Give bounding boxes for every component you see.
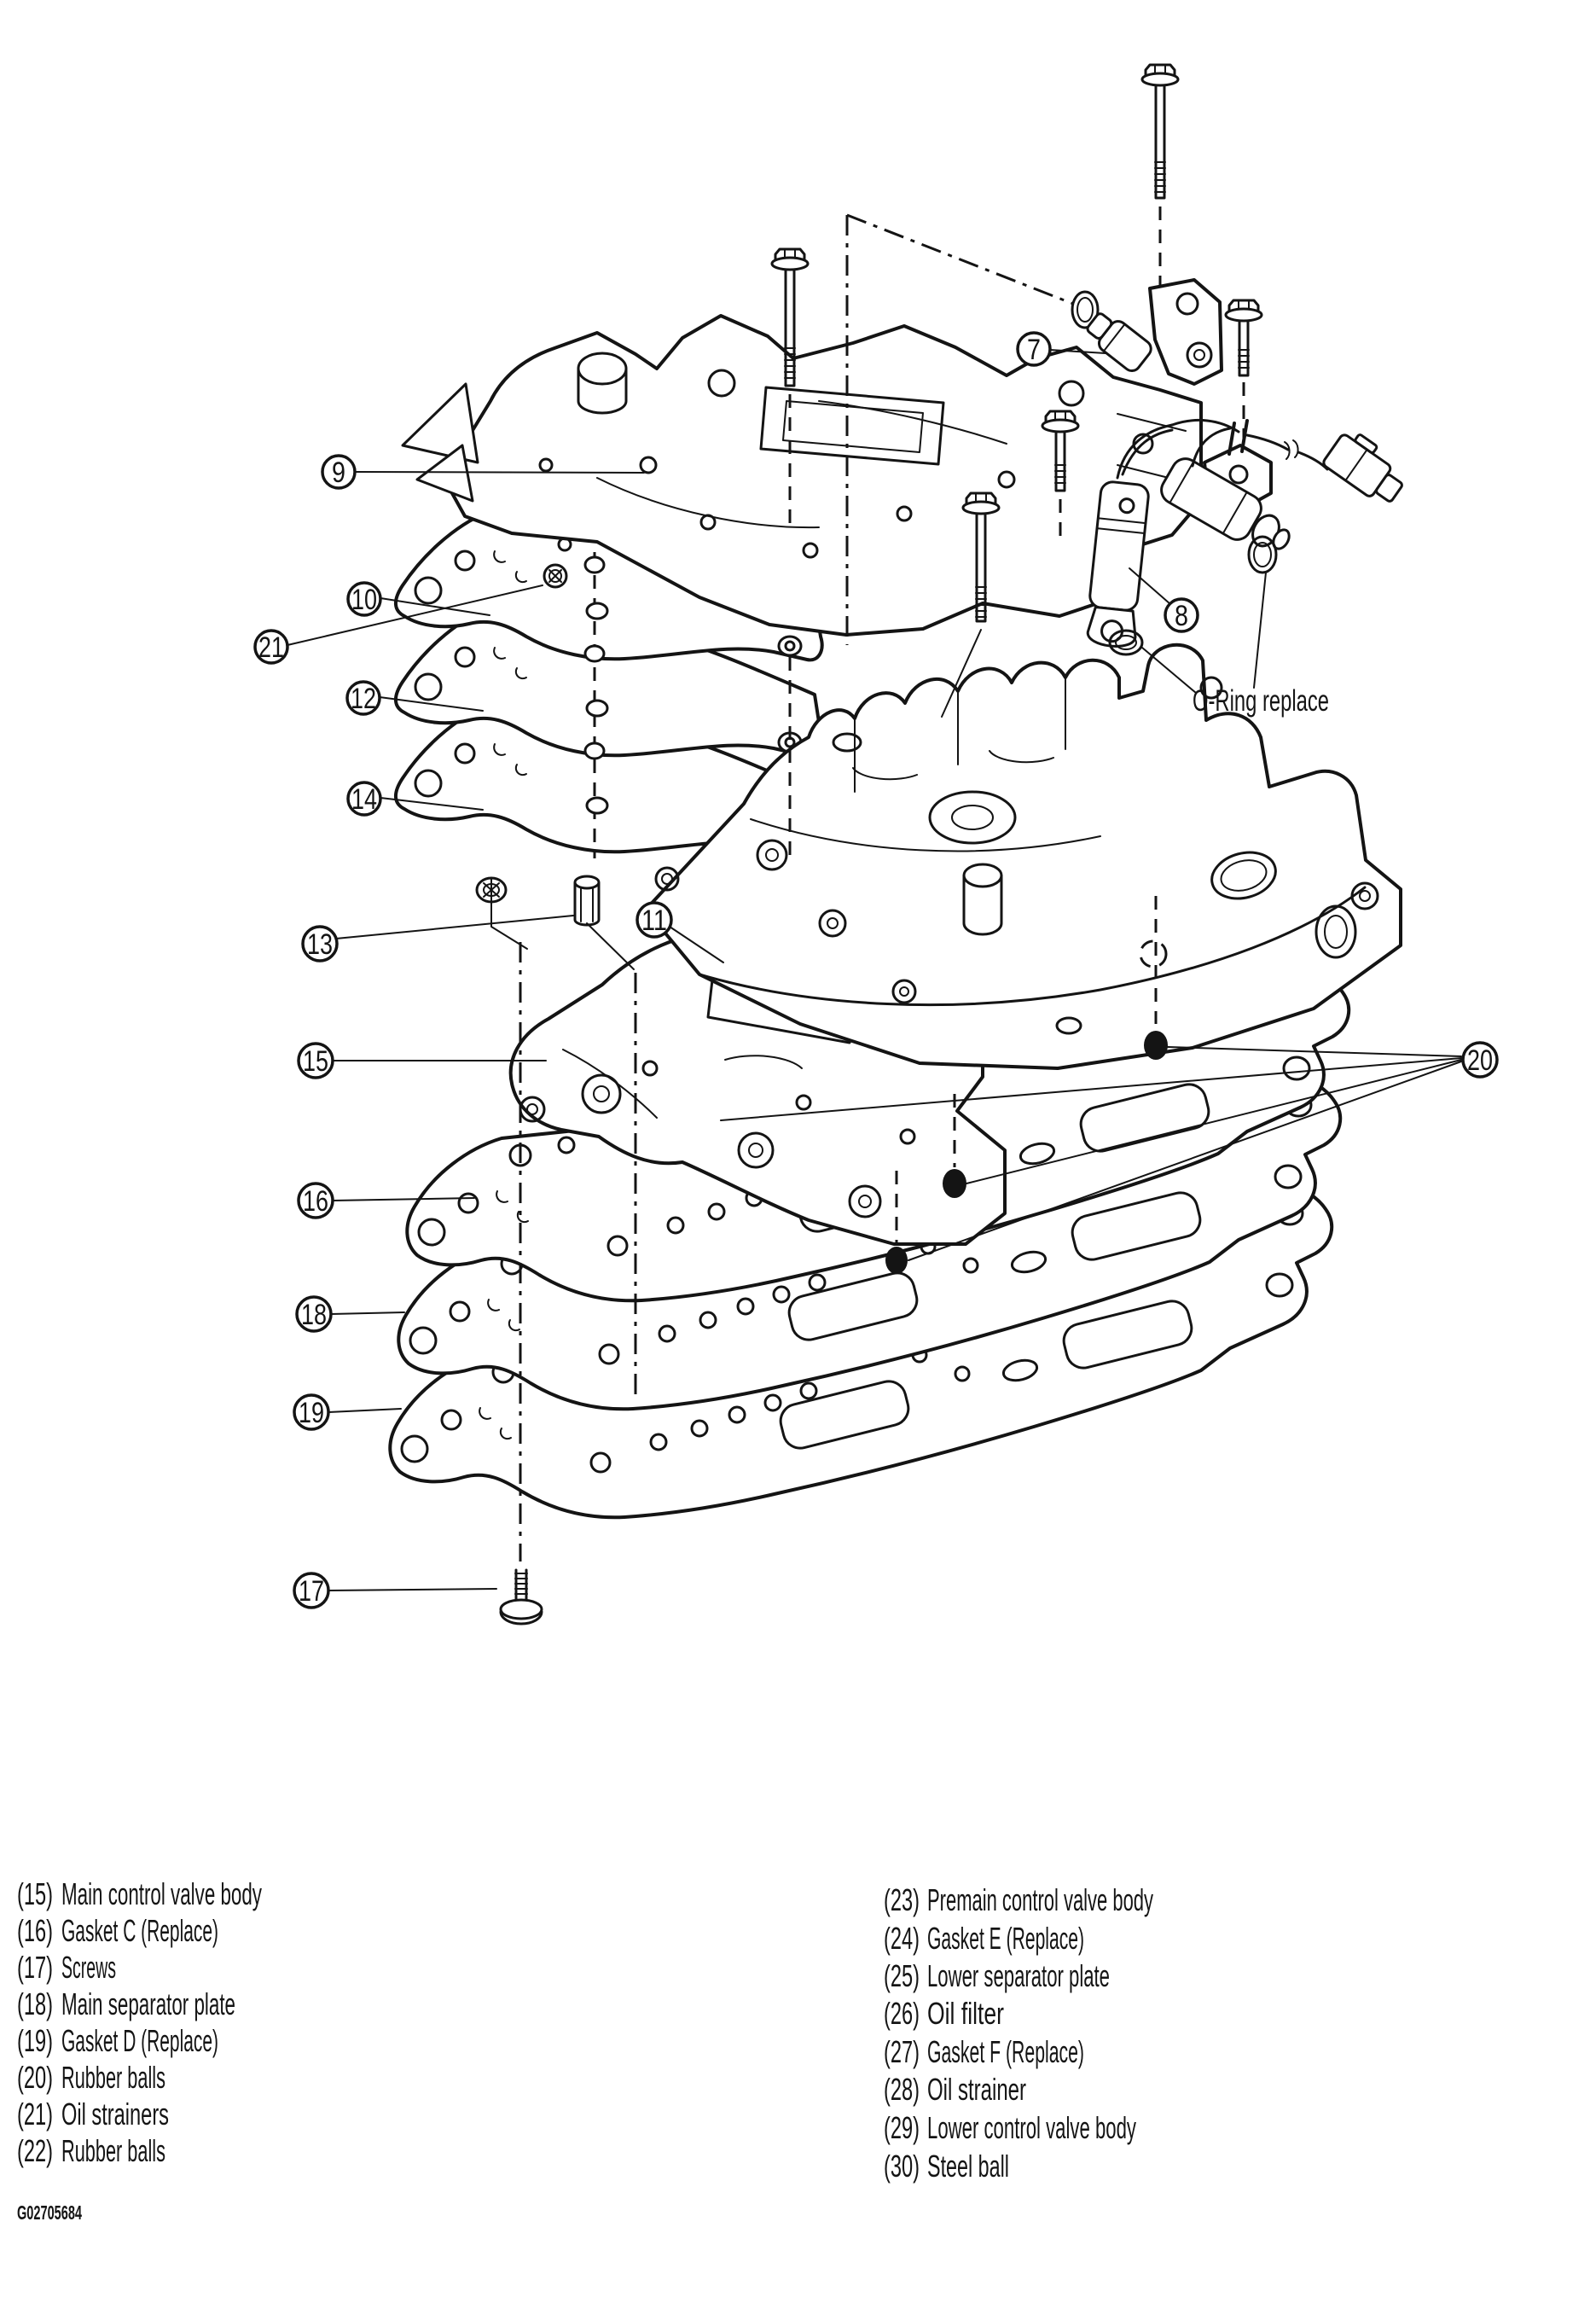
legend-item-label: Gasket D (Replace): [61, 2023, 218, 2058]
legend-item-number: (19): [17, 2023, 53, 2058]
legend-item-number: (26): [884, 1996, 920, 2031]
bolt-solenoid-lower: [1041, 410, 1080, 544]
oil-strainer-lower: [475, 876, 508, 904]
legend-item-label: Oil strainers: [61, 2097, 169, 2131]
legend-item-number: (24): [884, 1921, 920, 1956]
legend-item-label: Oil strainer: [927, 2072, 1026, 2107]
casting-fin: [401, 382, 479, 464]
legend-item-label: Rubber balls: [61, 2133, 165, 2168]
solenoid-assembly: [1086, 418, 1403, 694]
legend-item-label: Premain control valve body: [927, 1882, 1153, 1917]
solenoid-right: [1160, 444, 1291, 550]
legend-item-number: (17): [17, 1950, 53, 1985]
callout-14: 14: [346, 781, 382, 817]
rubber-ball: [885, 1247, 908, 1274]
legend-item-label: Oil filter: [927, 1996, 1004, 2031]
callout-10: 10: [346, 581, 382, 617]
callout-11: 11: [635, 901, 673, 939]
legend-item-label: Screws: [61, 1950, 116, 1985]
callout-12-label: 12: [351, 683, 376, 715]
sensor-alignment-lines: [845, 213, 1074, 645]
callout-18: 18: [295, 1295, 333, 1333]
legend-left-column: (15) Main control valve body (16) Gasket…: [17, 1876, 262, 2168]
legend-right-column: (23) Premain control valve body (24) Gas…: [884, 1882, 1153, 2184]
o-ring-leader: [1141, 647, 1197, 694]
callout-20-label: 20: [1467, 1044, 1493, 1077]
callout-12: 12: [345, 680, 381, 716]
rubber-ball: [943, 1169, 966, 1198]
legend-item-number: (18): [17, 1986, 53, 2021]
callout-20: 20: [1461, 1041, 1499, 1079]
legend-item-number: (20): [17, 2060, 53, 2095]
callout-17-label: 17: [299, 1575, 324, 1608]
legend-item-label: Steel ball: [927, 2149, 1009, 2184]
callout-13: 13: [301, 925, 339, 962]
callout-11-label: 11: [641, 904, 667, 937]
sensor-o-ring: [1071, 290, 1100, 329]
legend-item-number: (30): [884, 2149, 920, 2184]
legend-item-number: (28): [884, 2072, 920, 2107]
speed-sensor: [1071, 278, 1223, 386]
callout-leaders: [287, 349, 1171, 1591]
legend-item-number: (27): [884, 2034, 920, 2069]
pin-alignment-line: [490, 901, 637, 1398]
legend-item-number: (16): [17, 1913, 53, 1948]
callout-15: 15: [297, 1042, 334, 1079]
legend-item-label: Lower separator plate: [927, 1958, 1110, 1993]
callout-15-label: 15: [303, 1045, 328, 1078]
callout-17: 17: [293, 1572, 330, 1609]
legend-item-label: Lower control valve body: [927, 2110, 1136, 2145]
o-ring-leader: [1253, 572, 1267, 689]
connector: [1322, 433, 1403, 503]
o-ring-right: [1247, 535, 1278, 574]
o-ring-replace-note: O-Ring replace: [1193, 684, 1329, 718]
rubber-ball-seat: [1139, 939, 1168, 968]
callout-16: 16: [297, 1182, 334, 1219]
callout-8-label: 8: [1175, 600, 1188, 632]
legend-item-label: Gasket E (Replace): [927, 1921, 1084, 1956]
wiring-harness: [1116, 418, 1403, 503]
callout-16-label: 16: [303, 1185, 328, 1218]
callout-19-label: 19: [299, 1397, 324, 1429]
callout-21-label: 21: [258, 631, 284, 664]
figure-code: G02705684: [17, 2201, 82, 2224]
bolt-top-left: [770, 247, 810, 862]
o-ring-left: [1108, 629, 1144, 656]
rubber-ball: [1144, 1031, 1168, 1060]
callout-7: 7: [1016, 331, 1052, 367]
callout-10-label: 10: [351, 584, 377, 616]
callout-21: 21: [253, 629, 289, 665]
callout-19: 19: [293, 1393, 330, 1431]
legend-item-label: Rubber balls: [61, 2060, 165, 2095]
rubber-balls: [720, 896, 1462, 1274]
callout-14-label: 14: [351, 783, 377, 816]
legend-item-number: (29): [884, 2110, 920, 2145]
bolt-top-tall: [1140, 63, 1180, 295]
casting-fin: [415, 444, 474, 503]
legend-item-number: (22): [17, 2133, 53, 2168]
bolt-long-center: [941, 491, 1001, 718]
callout-8: 8: [1164, 597, 1199, 633]
legend-item-label: Gasket F (Replace): [927, 2034, 1084, 2069]
legend-item-number: (25): [884, 1958, 920, 1993]
legend-item-number: (23): [884, 1882, 920, 1917]
legend-item-label: Main control valve body: [61, 1876, 262, 1911]
callout-9: 9: [321, 454, 357, 490]
dowel-pin: [573, 875, 601, 927]
callout-9-label: 9: [332, 457, 345, 489]
alignment-line-plates: [583, 529, 609, 858]
callout-7-label: 7: [1027, 334, 1041, 366]
legend-item-number: (21): [17, 2097, 53, 2131]
legend-item-number: (15): [17, 1876, 53, 1911]
callout-18-label: 18: [301, 1299, 327, 1331]
callout-13-label: 13: [307, 928, 333, 961]
screw: [499, 942, 543, 1625]
legend-item-label: Gasket C (Replace): [61, 1913, 218, 1948]
oil-strainer-upper: [543, 563, 568, 589]
upper-valve-body: [401, 314, 1203, 637]
premain-control-valve-body: [644, 643, 1402, 1070]
legend-item-label: Main separator plate: [61, 1986, 235, 2021]
